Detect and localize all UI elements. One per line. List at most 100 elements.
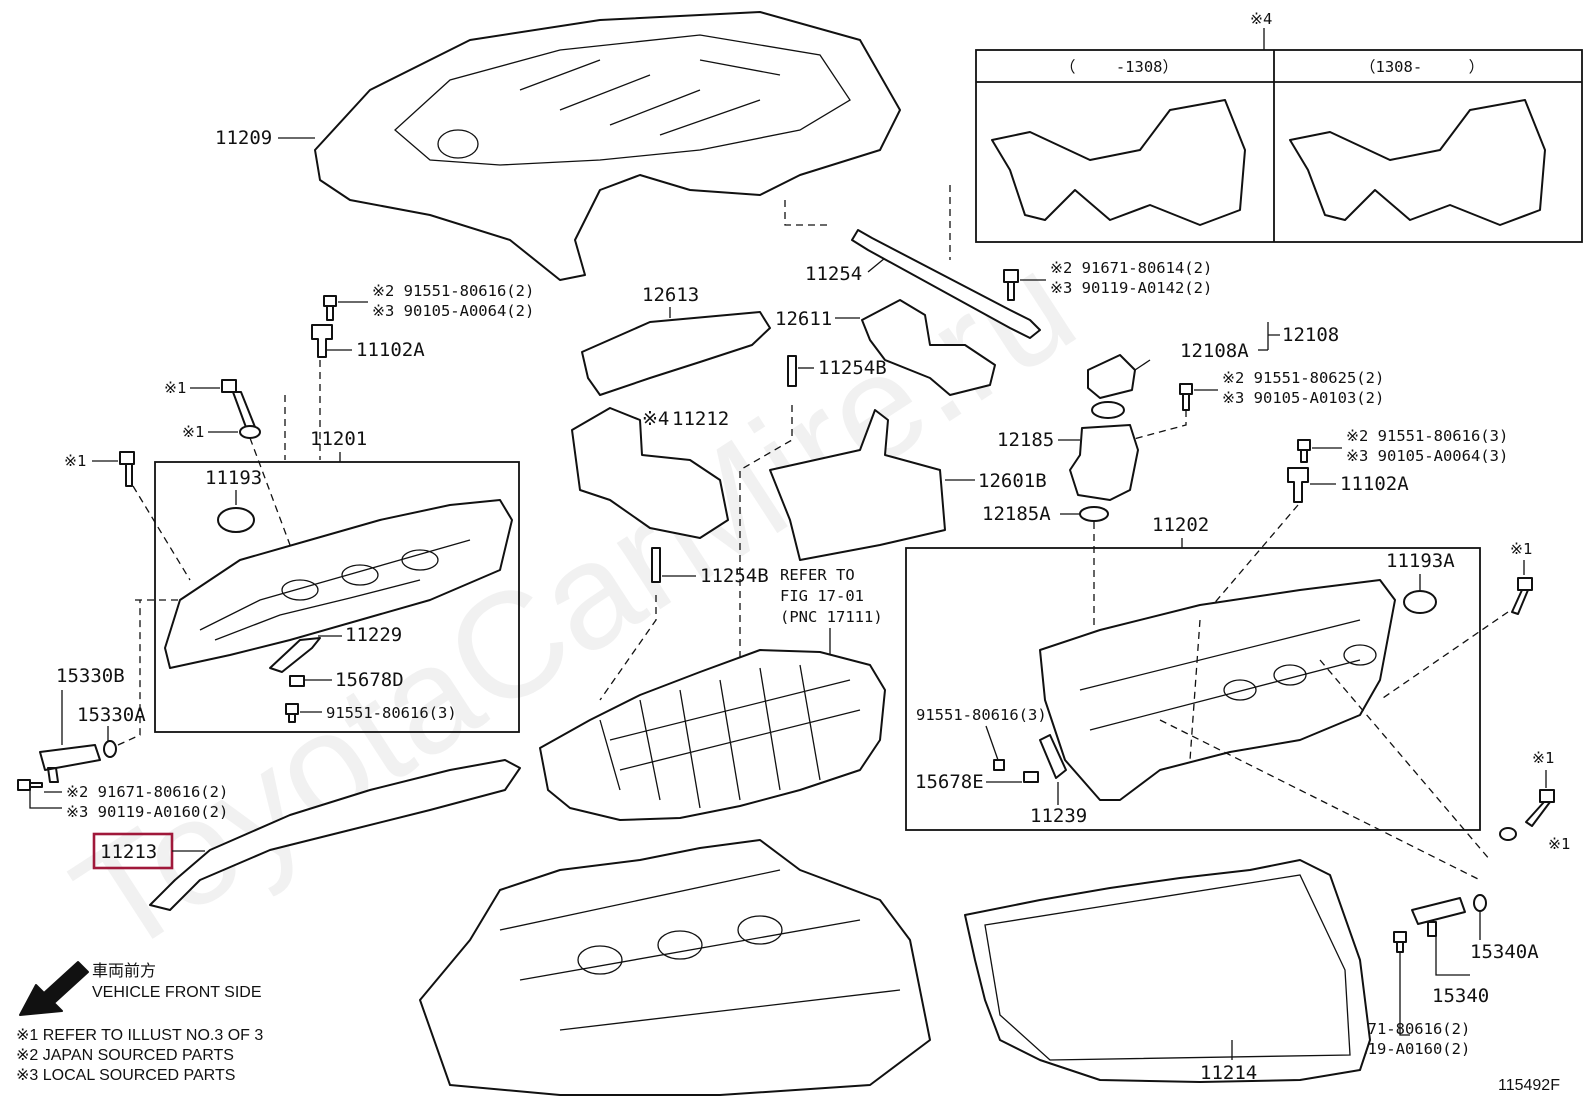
note-mid-2: ※3 90105-A0103(2) [1222,389,1384,407]
label-12108a: 12108A [1180,340,1249,362]
note-bl-2: ※3 90119-A0160(2) [66,803,228,821]
label-11102a-right: 11102A [1340,473,1409,495]
marker-1d: ※1 [1510,540,1532,558]
label-12185a: 12185A [982,503,1051,525]
label-11102a-left: 11102A [356,339,425,361]
inset-note: ※4 [1250,10,1272,28]
note-bl-1: ※2 91671-80616(2) [66,783,228,801]
label-12601b: 12601B [978,470,1047,492]
label-12185: 12185 [997,429,1054,451]
label-15678d: 15678D [335,669,404,691]
note-tl-1: ※2 91551-80616(2) [372,282,534,300]
note-right-1: ※2 91551-80616(3) [1346,427,1508,445]
label-11254b-top: 11254B [818,357,887,379]
inset-right-header: （1308- ） [1360,58,1484,76]
gasket-11214 [964,859,1371,1083]
label-91551-left: 91551-80616(3) [326,704,457,722]
stud-11254b-bottom [651,547,661,583]
label-11209: 11209 [215,127,272,149]
insulator-12613 [581,311,771,396]
gasket-12185a [1079,506,1109,522]
bolt-icon [1003,269,1019,301]
marker-1c: ※1 [64,452,86,470]
bolt-icon [17,779,43,791]
cover-seal-left [217,507,255,533]
bolt-icon [1393,931,1407,953]
label-11239: 11239 [1030,805,1087,827]
label-11193: 11193 [205,467,262,489]
bolt-icon [1525,789,1555,827]
legend-2: ※2 JAPAN SOURCED PARTS [16,1047,234,1064]
ocv-left [39,744,101,783]
inset-box: ※4 （ -1308） （1308- ） [975,10,1583,243]
label-11212: 11212 [672,408,729,430]
front-arrow-icon [19,961,89,1016]
label-15330a: 15330A [77,704,146,726]
bolt-icon [119,451,135,487]
cam-sensor-right [1287,467,1309,503]
label-12108: 12108 [1282,324,1339,346]
oring-15340a [1473,894,1487,912]
label-11229: 11229 [345,624,402,646]
marker-1b: ※1 [182,423,204,441]
bolt-icon [221,379,256,431]
refer-line-1: REFER TO [780,566,855,584]
cylinder-head-cover-right [1039,579,1396,801]
legend-1: ※1 REFER TO ILLUST NO.3 OF 3 [16,1027,263,1044]
filler-cap-12108a [1087,354,1136,399]
bolt-icon [285,703,299,723]
direction-jp: 車両前方 [92,962,156,980]
diagram-id: 115492F [1498,1077,1560,1094]
filler-pipe-12185 [1069,424,1139,501]
cam-sensor-left [311,324,333,358]
clip-15678d [289,675,305,687]
engine-cover [314,11,901,281]
marker-1f: ※1 [1548,835,1570,853]
note-tr-1: ※2 91671-80614(2) [1050,259,1212,277]
note-tr-2: ※3 90119-A0142(2) [1050,279,1212,297]
label-12611: 12611 [775,308,832,330]
label-11254: 11254 [805,263,862,285]
washer-icon [1499,827,1517,841]
insulator-11212 [571,407,729,539]
cylinder-block [419,839,931,1096]
refer-line-2: FIG 17-01 [780,587,864,605]
bolt-icon [323,295,337,321]
label-11213[interactable]: 11213 [100,841,157,863]
insulator-12611 [861,299,996,396]
ocv-right [1411,897,1466,937]
marker-1e: ※1 [1532,749,1554,767]
label-11212-note: ※4 [642,408,669,430]
direction-en: VEHICLE FRONT SIDE [92,984,262,1001]
refer-line-3: (PNC 17111) [780,608,883,626]
inset-left-header: （ -1308） [1060,58,1178,76]
inset-insulator-late [1289,99,1546,226]
bracket-11239 [1039,734,1067,779]
gasket-11213 [149,759,521,911]
label-15340a: 15340A [1470,941,1539,963]
label-12613: 12613 [642,284,699,306]
oring-15330a [103,740,117,758]
label-15330b: 15330B [56,665,125,687]
note-tl-2: ※3 90105-A0064(2) [372,302,534,320]
label-11254b-bottom: 11254B [700,565,769,587]
label-11193a: 11193A [1386,550,1455,572]
cover-assembly-box-right [905,547,1481,831]
bolt-icon [1297,439,1311,463]
legend-3: ※3 LOCAL SOURCED PARTS [16,1067,235,1084]
marker-1a: ※1 [164,379,186,397]
inset-insulator-early [991,99,1246,226]
bracket-11229 [269,637,321,673]
bolt-icon [1179,383,1193,411]
bolt-icon [1511,577,1533,615]
label-11214: 11214 [1200,1062,1257,1084]
gasket-12108 [1091,401,1125,419]
label-15340: 15340 [1432,985,1489,1007]
bolt-icon [993,759,1005,771]
note-mid-1: ※2 91551-80625(2) [1222,369,1384,387]
wire-harness-11254 [851,229,1041,339]
note-right-2: ※3 90105-A0064(3) [1346,447,1508,465]
clip-15678e [1023,771,1039,783]
stud-11254b-top [787,355,797,387]
washer-icon [239,425,261,439]
